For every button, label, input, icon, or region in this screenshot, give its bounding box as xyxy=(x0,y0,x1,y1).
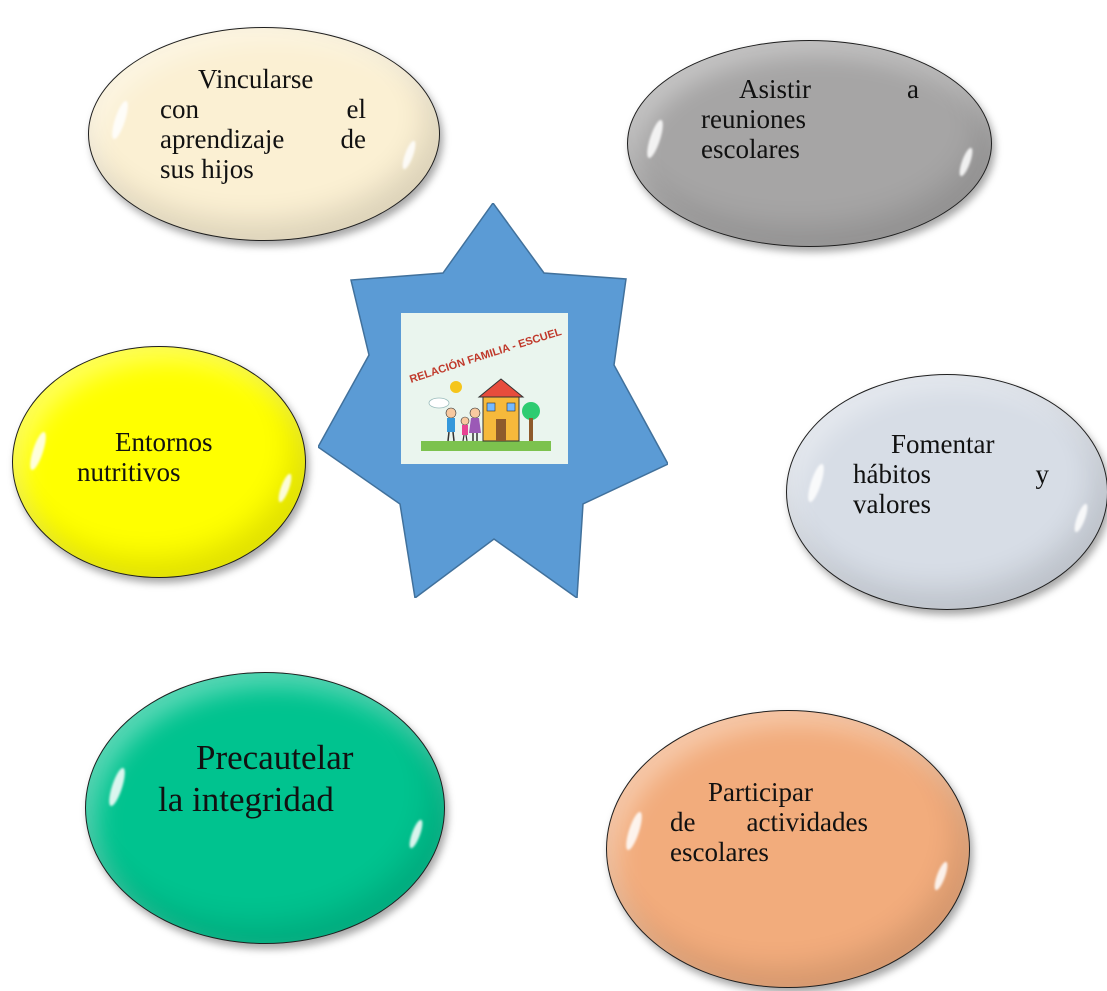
highlight-shine xyxy=(407,818,425,850)
bubble-text: Participar de actividades escolares xyxy=(670,777,868,867)
sun-icon xyxy=(450,381,462,393)
bubble-text: Fomentar hábitos y valores xyxy=(853,429,1049,519)
bubble-vincularse: Vincularse con el aprendizaje de sus hij… xyxy=(88,27,440,241)
bubble-line: Entornos xyxy=(115,427,213,457)
bubble-line: reuniones xyxy=(701,104,806,134)
highlight-shine xyxy=(106,766,128,808)
bubble-precautelar: Precautelar la integridad xyxy=(85,672,445,944)
cloud-icon xyxy=(428,397,450,409)
bubble-text: Vincularse con el aprendizaje de sus hij… xyxy=(160,64,366,184)
family-school-image: RELACIÓN FAMILIA - ESCUELA xyxy=(397,304,568,464)
bubble-participar: Participar de actividades escolares xyxy=(606,710,970,988)
bubble-text: Entornos nutritivos xyxy=(77,427,257,487)
tree-icon xyxy=(522,402,540,420)
bubble-line: Vincularse xyxy=(198,64,314,94)
bubble-line: con el xyxy=(160,94,366,124)
highlight-shine xyxy=(27,430,49,472)
bubble-line: escolares xyxy=(670,837,769,867)
bubble-line: valores xyxy=(853,489,931,519)
bubble-line: Participar xyxy=(708,777,813,807)
bubble-line: aprendizaje de xyxy=(160,124,366,154)
highlight-shine xyxy=(400,139,418,171)
bubble-line: Asistir a xyxy=(739,74,919,104)
bubble-line: escolares xyxy=(701,134,800,164)
highlight-shine xyxy=(932,860,950,892)
bubble-fomentar: Fomentar hábitos y valores xyxy=(786,374,1107,610)
bubble-line: Fomentar xyxy=(891,429,995,459)
highlight-shine xyxy=(805,462,827,504)
bubble-line: la integridad xyxy=(158,780,334,819)
bubble-line: hábitos y xyxy=(853,459,1049,489)
bubble-line: Precautelar xyxy=(196,738,354,777)
bubble-text: Asistir a reuniones escolares xyxy=(701,74,919,164)
highlight-shine xyxy=(623,810,645,852)
highlight-shine xyxy=(276,472,294,504)
highlight-shine xyxy=(957,146,975,178)
bubble-text: Precautelar la integridad xyxy=(158,737,398,821)
bubble-entornos: Entornos nutritivos xyxy=(12,346,306,578)
highlight-shine xyxy=(109,99,131,141)
bubble-line: nutritivos xyxy=(77,457,181,487)
grass xyxy=(421,441,551,451)
bubble-asistir: Asistir a reuniones escolares xyxy=(627,40,992,247)
bubble-line: sus hijos xyxy=(160,154,254,184)
family-house-illustration: RELACIÓN FAMILIA - ESCUELA xyxy=(397,304,568,464)
bubble-line: de actividades xyxy=(670,807,868,837)
highlight-shine xyxy=(644,118,666,160)
highlight-shine xyxy=(1072,502,1090,534)
house-door-icon xyxy=(496,419,506,441)
family-figures-icon xyxy=(445,407,481,442)
